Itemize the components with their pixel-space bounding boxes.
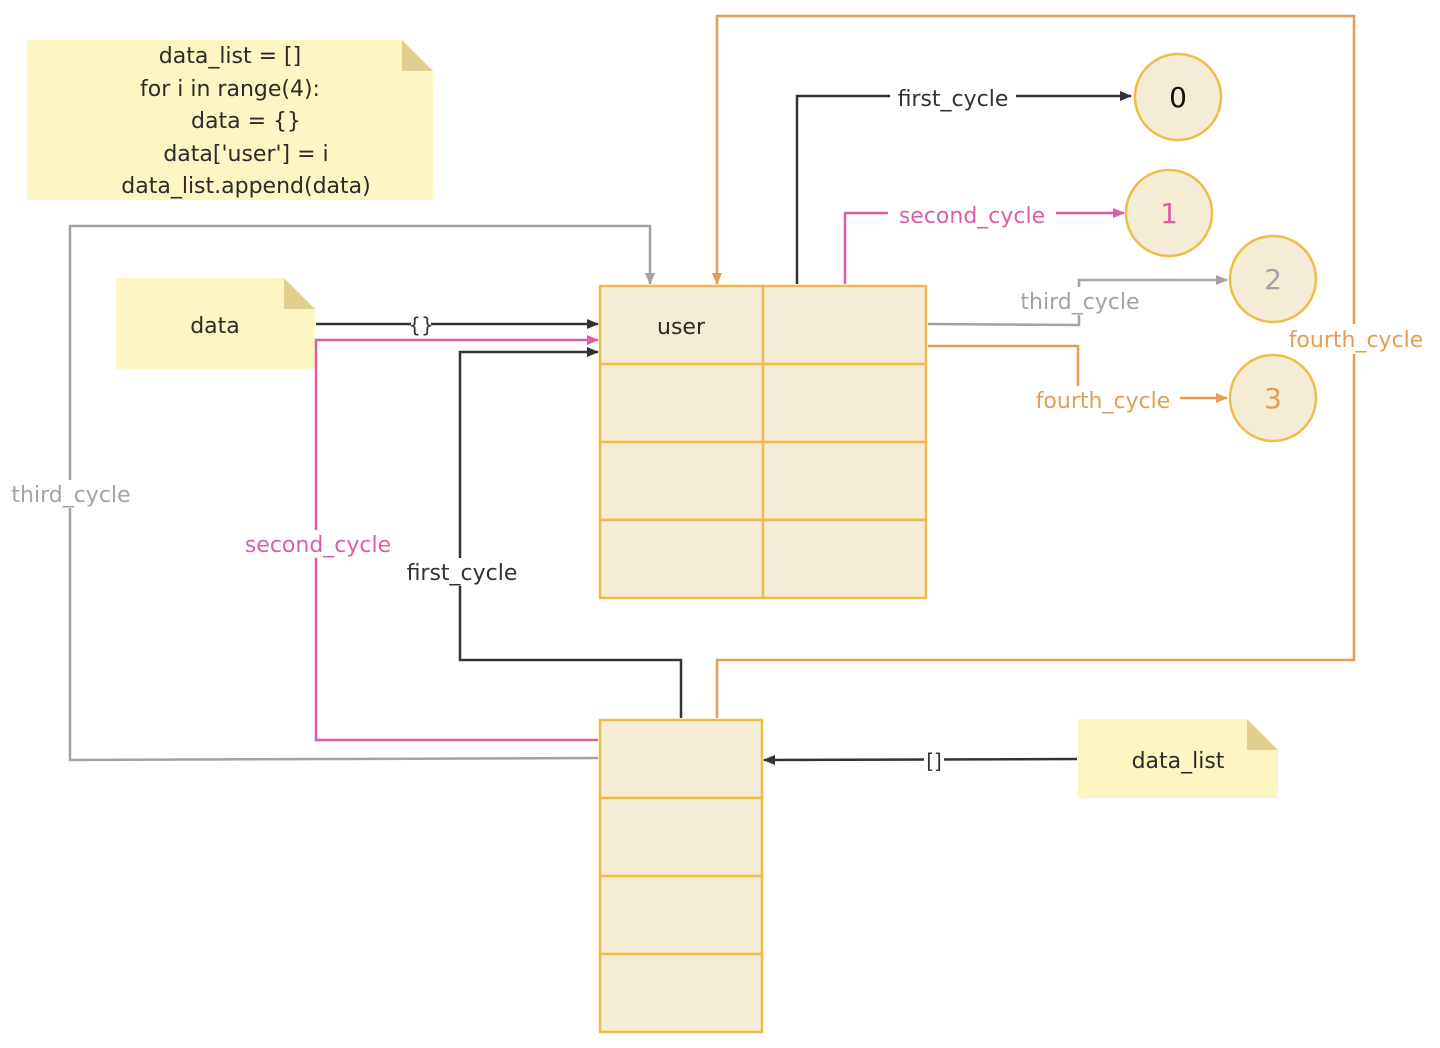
data-note: data [116,278,315,369]
dict-key-label: user [657,315,706,340]
edge-label-first-cycle-top: first_cycle [898,87,1009,112]
edge-first-cycle-list [458,347,683,718]
list-slot[interactable] [598,718,764,800]
edge-label-bg [4,480,138,508]
edge-label-fourth-cycle-mid: fourth_cycle [1036,389,1171,414]
edge-third-cycle-list [68,224,655,762]
edge-label-bg [411,312,431,336]
edge-list-init [763,754,1078,765]
data-list-note-label: data_list [1132,749,1225,774]
edge-label-third-cycle-right: third_cycle [1020,290,1139,315]
dict-key-cell[interactable] [598,362,765,444]
list-slot[interactable] [598,796,764,878]
list-slot[interactable] [598,952,764,1034]
dict-key-cell[interactable] [598,518,765,600]
dict-key-cell[interactable] [598,440,765,522]
edge-first-cycle-value [795,91,1132,284]
dict-value-cell[interactable] [761,284,928,366]
edge-label-bg [924,747,944,773]
edge-label-second-cycle-left: second_cycle [245,533,391,558]
value-node-label: 0 [1169,81,1187,114]
edge-label-bg [1026,386,1180,414]
code-line-3: data = {} [191,109,301,134]
value-node-1[interactable]: 1 [1124,168,1214,258]
edge-label-bg [400,558,524,586]
edge-label-bg [888,201,1056,229]
value-node-0[interactable]: 0 [1133,52,1223,142]
code-note: data_list = [] for i in range(4): data =… [27,40,433,200]
edge-label-bg [1280,324,1434,354]
value-node-label: 3 [1264,382,1282,415]
code-line-5: data_list.append(data) [121,174,370,199]
edge-label-bg [236,530,400,558]
edge-label-fourth-cycle-right: fourth_cycle [1289,328,1424,353]
code-line-2: for i in range(4): [140,77,320,102]
dict-value-cell[interactable] [761,518,928,600]
note-fold-corner [402,40,433,71]
dict-value-cell[interactable] [761,440,928,522]
edge-label-third-cycle-left: third_cycle [11,483,130,508]
note-fold-corner [1247,719,1278,750]
edge-label-data-init: {} [408,313,433,337]
value-node-label: 1 [1160,197,1178,230]
code-line-4: data['user'] = i [163,142,328,167]
dict-value-cell[interactable] [761,362,928,444]
edge-label-bg [1012,287,1148,315]
code-line-1: data_list = [] [159,44,301,69]
list-table [598,718,764,1034]
note-fold-corner [284,278,315,309]
dict-table: user [598,284,928,600]
value-node-3[interactable]: 3 [1228,353,1318,443]
edge-label-list-init: [] [926,749,942,773]
value-node-label: 2 [1264,263,1282,296]
data-note-label: data [190,314,240,339]
edge-label-first-cycle-left: first_cycle [407,561,518,586]
edge-label-bg [890,84,1016,112]
value-node-2[interactable]: 2 [1228,234,1318,324]
edge-label-second-cycle-top: second_cycle [899,204,1045,229]
list-slot[interactable] [598,874,764,956]
data-list-note: data_list [1078,719,1278,798]
